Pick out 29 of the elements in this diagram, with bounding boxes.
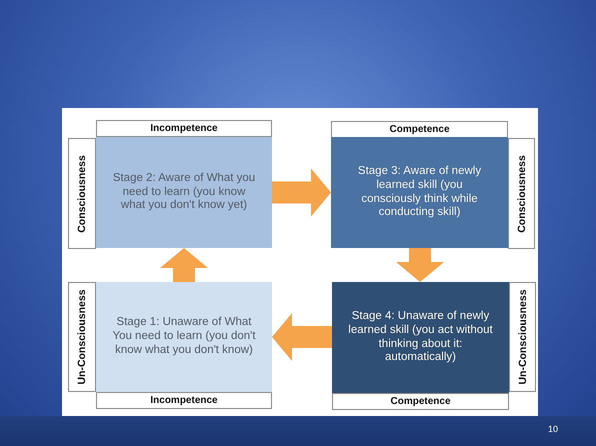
axis-label: Consciousness bbox=[76, 154, 88, 232]
axis-label: Un-Consciousness bbox=[76, 289, 88, 385]
axis-label-box bbox=[509, 282, 536, 392]
axis-label-box bbox=[508, 138, 535, 249]
axis-label-box bbox=[68, 138, 96, 249]
stage-text: Stage 1: Unaware of What You need to learn (you don't know what you don't know) bbox=[112, 316, 256, 358]
stage-box bbox=[332, 282, 509, 393]
block-arrow bbox=[160, 248, 208, 282]
axis-label-box bbox=[332, 393, 509, 410]
block-arrow bbox=[396, 248, 444, 282]
block-arrow bbox=[272, 168, 331, 216]
axis-label-box bbox=[68, 282, 96, 392]
page-number: 10 bbox=[548, 424, 558, 434]
axis-label: Competence bbox=[389, 124, 450, 135]
stage-box bbox=[331, 137, 508, 248]
stage-box bbox=[96, 137, 272, 248]
stage-text: Stage 3: Aware of newly learned skill (you consciously think while conducting skill) bbox=[356, 164, 482, 220]
axis-label: Un-Consciousness bbox=[516, 289, 528, 385]
axis-label-box bbox=[331, 121, 508, 138]
axis-label: Incompetence bbox=[150, 395, 218, 406]
axis-label: Competence bbox=[390, 396, 450, 407]
axis-label: Incompetence bbox=[150, 123, 218, 134]
axis-label: Consciousness bbox=[516, 154, 528, 232]
stage-box bbox=[96, 282, 272, 392]
stage-text: Stage 2: Aware of What you need to learn (you know what you don't know yet) bbox=[112, 172, 256, 214]
axis-label-box bbox=[96, 120, 272, 137]
block-arrow bbox=[272, 313, 332, 361]
stage-text: Stage 4: Unaware of newly learned skill (you act without thinking about it: automatically) bbox=[348, 310, 493, 366]
axis-label-box bbox=[96, 392, 272, 409]
